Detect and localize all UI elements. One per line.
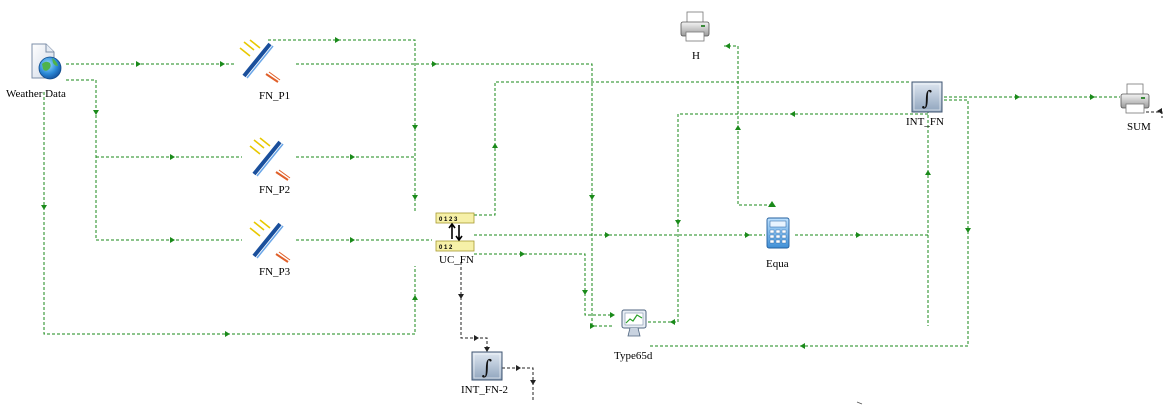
type65d-plotter-icon[interactable]	[621, 309, 647, 337]
link-uc-type65d[interactable]	[474, 253, 612, 316]
svg-text:∫: ∫	[482, 355, 492, 379]
weather-data-label: Weather Data	[6, 88, 66, 100]
link-int-fn-type65d-b[interactable]	[648, 113, 928, 323]
link-fn-p1-type65d[interactable]	[296, 63, 612, 327]
link-fn-p1-top-uc[interactable]	[268, 39, 416, 212]
type65d-label: Type65d	[614, 350, 653, 362]
unit-converter-icon[interactable]: 0 1 2 3 0 1 2	[435, 212, 475, 252]
fn-p1-label: FN_P1	[259, 90, 291, 102]
stray-mark	[856, 401, 863, 405]
int-fn-2-label: INT_FN-2	[461, 384, 509, 396]
fn-p3-label: FN_P3	[259, 266, 291, 278]
svg-text:∫: ∫	[922, 86, 932, 110]
link-int-fn-2-out[interactable]	[502, 367, 534, 400]
h-printer-icon[interactable]	[680, 11, 710, 42]
uc-fn-label: UC_FN	[439, 254, 474, 266]
int-fn-label: INT_FN	[906, 116, 944, 128]
uc-fn-top-ticks: 0 1 2 3	[439, 217, 458, 223]
int-fn-integrator-icon[interactable]: ∫	[911, 81, 943, 113]
links-green	[43, 39, 1120, 347]
link-weather-bus[interactable]	[66, 79, 97, 240]
link-weather-bottom[interactable]	[43, 92, 416, 335]
arrowheads-green	[41, 37, 1095, 349]
link-uc-int-fn-2[interactable]	[460, 262, 488, 347]
arrowheads-black	[458, 108, 1162, 385]
link-sum-out[interactable]	[1146, 111, 1163, 118]
links-black	[460, 111, 1163, 400]
fn-p2-label: FN_P2	[259, 184, 291, 196]
h-label: H	[692, 50, 700, 62]
equa-label: Equa	[766, 258, 789, 270]
link-int-fn-type65d-a[interactable]	[648, 99, 969, 347]
fn-p1-collector-icon[interactable]	[239, 39, 281, 83]
sum-label: SUM	[1127, 121, 1151, 133]
fn-p2-collector-icon[interactable]	[249, 137, 291, 181]
sum-printer-icon[interactable]	[1120, 83, 1150, 114]
weather-data-icon[interactable]	[31, 43, 62, 80]
link-equa-h[interactable]	[724, 45, 772, 206]
uc-fn-bottom-ticks: 0 1 2	[439, 245, 453, 251]
equa-calculator-icon[interactable]	[766, 217, 790, 249]
int-fn-2-integrator-icon[interactable]: ∫	[471, 351, 503, 381]
fn-p3-collector-icon[interactable]	[249, 219, 291, 263]
link-uc-int-fn[interactable]	[474, 81, 910, 216]
